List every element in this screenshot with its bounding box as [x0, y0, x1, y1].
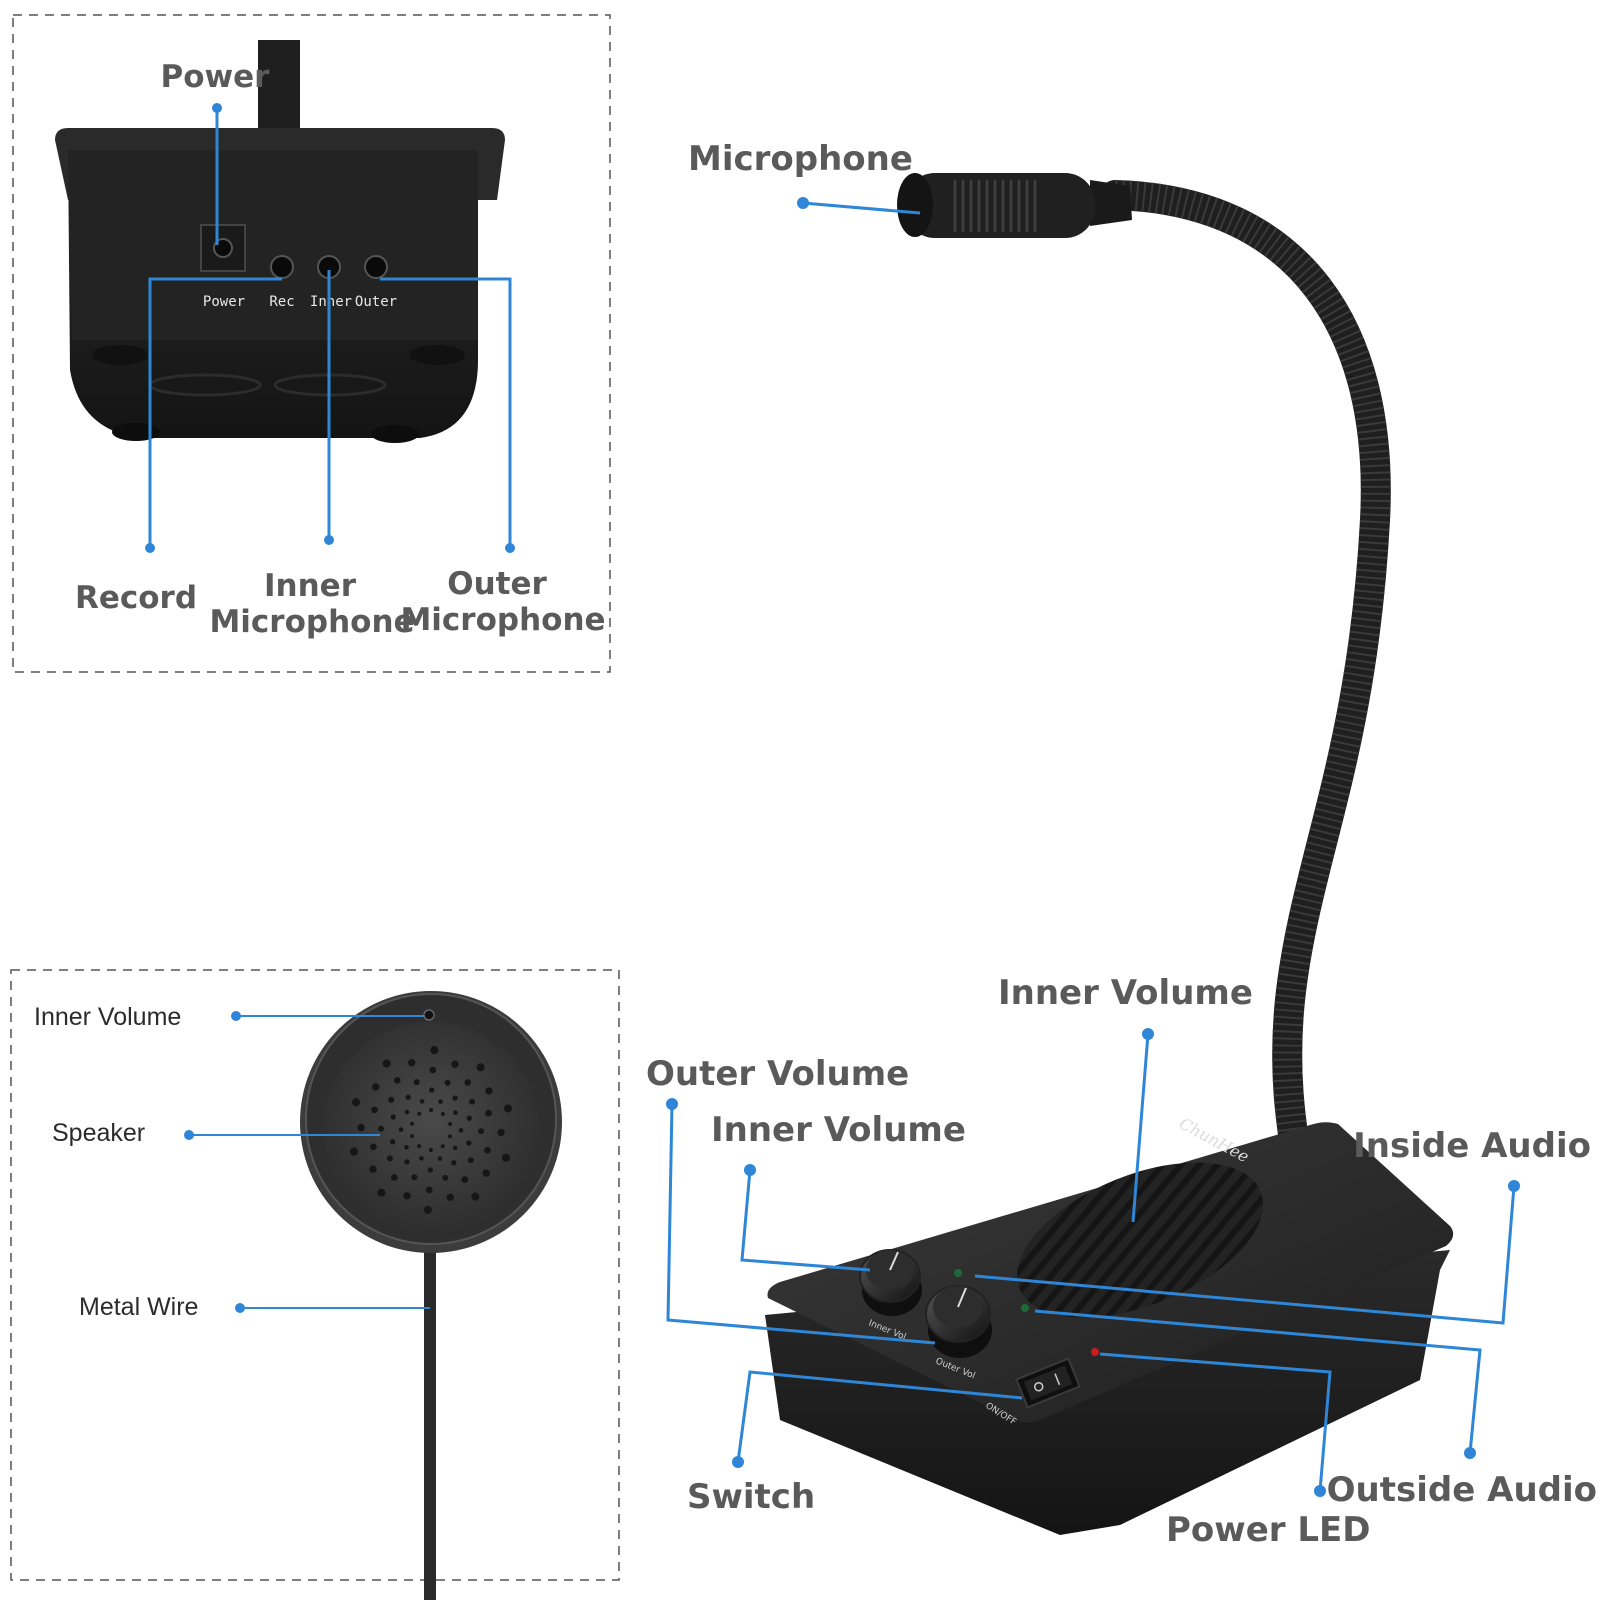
main-callout-dots: [666, 197, 1520, 1497]
main-device: ChunHee Inner Vol Outer Vol ON/OFF: [765, 173, 1454, 1535]
label-power-led: Power LED: [1166, 1510, 1370, 1550]
label-outer-volume: Outer Volume: [646, 1054, 909, 1094]
speaker-frame: [10, 969, 620, 1581]
label-outside-audio: Outside Audio: [1327, 1470, 1597, 1510]
speaker-callout-dots: [184, 1011, 245, 1313]
label-inner-volume: Inner Volume: [711, 1110, 966, 1150]
rear-panel-frame: [12, 14, 611, 673]
outside-audio-led: [1021, 1304, 1029, 1312]
rear-callout-dots: [145, 103, 515, 553]
inner-volume-knob: [859, 1249, 922, 1316]
label-outer-mic-line1: Outer: [447, 566, 547, 602]
speaker-callout-lines: [189, 1015, 430, 1309]
port-label-rec: Rec: [269, 294, 294, 310]
gooseneck: [1100, 180, 1391, 1195]
label-record: Record: [75, 580, 197, 616]
speaker-device: [300, 991, 562, 1600]
outer-volume-knob: [925, 1285, 992, 1358]
rear-panel-device: Power Rec Inner Outer: [55, 40, 505, 443]
label-inner-volume-top: Inner Volume: [998, 973, 1253, 1013]
label-inner-mic-line1: Inner: [264, 568, 357, 604]
speaker-grille: [349, 1046, 513, 1214]
label-speaker: Speaker: [52, 1119, 145, 1147]
speaker-grille-main: [1017, 1162, 1263, 1318]
metal-wire: [424, 1240, 436, 1600]
rear-callout-lines: [148, 108, 512, 548]
label-speaker-inner-volume: Inner Volume: [34, 1003, 181, 1031]
label-switch: Switch: [687, 1477, 815, 1517]
label-inside-audio: Inside Audio: [1353, 1126, 1591, 1166]
speaker-volume-hole: [423, 1009, 435, 1021]
power-switch: [1015, 1357, 1081, 1409]
label-outer-mic-line2: Microphone: [400, 602, 605, 638]
label-power: Power: [161, 59, 271, 95]
inside-audio-led: [954, 1269, 962, 1277]
main-callout-lines: [666, 201, 1516, 1492]
microphone-head: [897, 173, 1132, 238]
port-label-outer: Outer: [355, 294, 397, 310]
port-label-inner: Inner: [310, 294, 352, 310]
label-microphone: Microphone: [688, 139, 913, 179]
label-inner-mic-line2: Microphone: [209, 604, 414, 640]
label-metal-wire: Metal Wire: [79, 1293, 198, 1321]
port-label-power: Power: [203, 294, 245, 310]
power-led: [1091, 1348, 1099, 1356]
rec-jack: [270, 255, 294, 279]
outer-jack: [364, 255, 388, 279]
